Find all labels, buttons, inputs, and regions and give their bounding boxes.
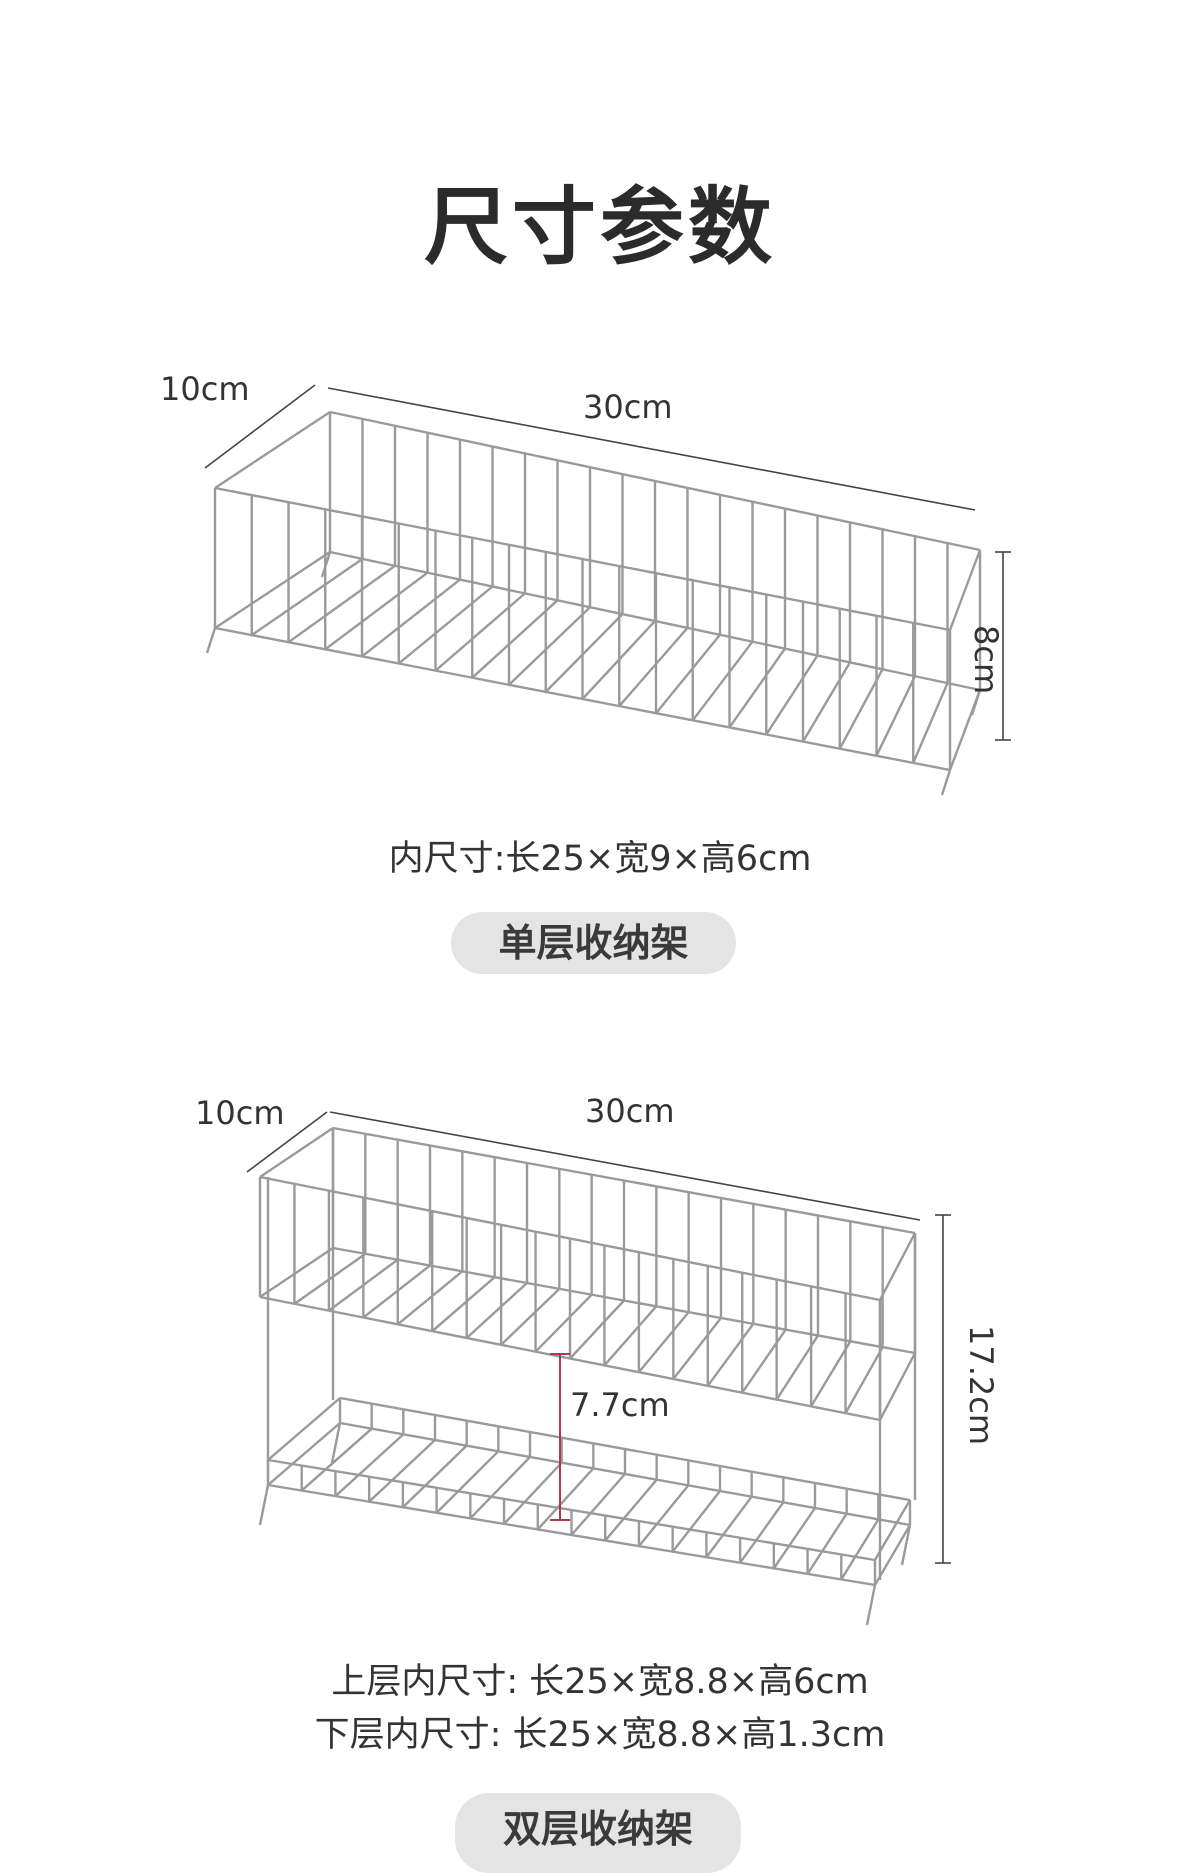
double-dimension-lines — [246, 1111, 951, 1564]
double-gap-label: 7.7cm — [570, 1386, 670, 1424]
wire — [671, 1490, 721, 1553]
wire — [214, 550, 331, 630]
wire — [324, 571, 429, 651]
wire — [508, 606, 591, 686]
wire — [320, 551, 332, 578]
single-dimension-lines — [204, 384, 1011, 741]
single-height-label: 8cm — [967, 625, 1005, 695]
wire — [397, 585, 494, 665]
wire — [741, 1328, 787, 1394]
wire — [361, 578, 461, 658]
wire — [844, 1346, 884, 1414]
wire — [434, 592, 526, 672]
wire — [334, 1433, 405, 1497]
wire — [330, 1422, 342, 1464]
wire — [205, 627, 217, 654]
wire — [259, 1247, 334, 1298]
wire — [287, 564, 396, 644]
double-tier-tab[interactable]: 双层收纳架 — [455, 1793, 741, 1873]
wire — [728, 647, 786, 729]
wire — [534, 1293, 593, 1353]
double-lower-inner-size: 下层内尺寸: 长25×宽8.8×高1.3cm — [314, 1715, 886, 1755]
double-depth-label: 10cm — [195, 1094, 285, 1132]
wire — [469, 1456, 531, 1520]
wire — [267, 1483, 876, 1587]
wire — [259, 1295, 881, 1422]
wire — [801, 661, 852, 743]
double-length-label: 30cm — [585, 1092, 675, 1130]
wire — [810, 1340, 852, 1407]
wire — [691, 640, 754, 722]
wire — [618, 627, 689, 707]
wire — [705, 1495, 753, 1558]
wire — [603, 1305, 658, 1367]
single-depth-label: 10cm — [160, 370, 250, 408]
double-basket-wire — [258, 1126, 917, 1626]
wire — [397, 1270, 464, 1326]
wire — [435, 1450, 500, 1514]
wire — [536, 1467, 595, 1531]
wire — [214, 410, 331, 490]
wire — [655, 634, 721, 714]
page-title: 尺寸参数 — [423, 178, 776, 276]
wire — [503, 1461, 563, 1525]
wire — [940, 769, 952, 796]
wire — [214, 626, 951, 772]
wire — [948, 549, 982, 631]
wire — [878, 1352, 917, 1421]
wire — [332, 1246, 916, 1355]
wire — [329, 550, 981, 692]
wire — [300, 1427, 373, 1492]
wire — [765, 654, 819, 736]
wire — [672, 1317, 722, 1380]
wire — [706, 1323, 755, 1387]
wire — [258, 1484, 270, 1526]
wire — [912, 682, 949, 764]
wire — [878, 1232, 917, 1301]
wire — [865, 1584, 877, 1626]
wire — [402, 1444, 468, 1509]
wire — [259, 1127, 334, 1178]
double-upper-inner-size: 上层内尺寸: 长25×宽8.8×高6cm — [331, 1662, 869, 1702]
wire — [970, 689, 982, 716]
wire — [772, 1507, 816, 1570]
single-length-label: 30cm — [583, 388, 673, 426]
wire — [569, 1299, 625, 1360]
single-tier-tab[interactable]: 单层收纳架 — [451, 912, 736, 974]
wire — [267, 1397, 341, 1461]
wire — [875, 675, 917, 757]
single-inner-size: 内尺寸:长25×宽9×高6cm — [388, 839, 812, 879]
single-basket-wire — [205, 410, 982, 796]
wire — [604, 1478, 658, 1542]
wire — [900, 1524, 912, 1566]
wire — [500, 1287, 561, 1346]
double-height-label: 17.2cm — [962, 1325, 1000, 1446]
wire — [638, 1484, 690, 1547]
wire — [739, 1501, 785, 1564]
wire — [251, 557, 364, 637]
wire — [806, 1513, 848, 1575]
wire — [431, 1276, 496, 1333]
wire — [471, 599, 559, 679]
wire — [570, 1473, 626, 1536]
wire — [465, 1282, 528, 1339]
wire — [368, 1439, 436, 1503]
wire — [267, 1422, 341, 1486]
wire — [637, 1311, 690, 1373]
wire — [840, 1518, 880, 1581]
wire — [544, 613, 624, 693]
wire — [339, 1421, 911, 1527]
